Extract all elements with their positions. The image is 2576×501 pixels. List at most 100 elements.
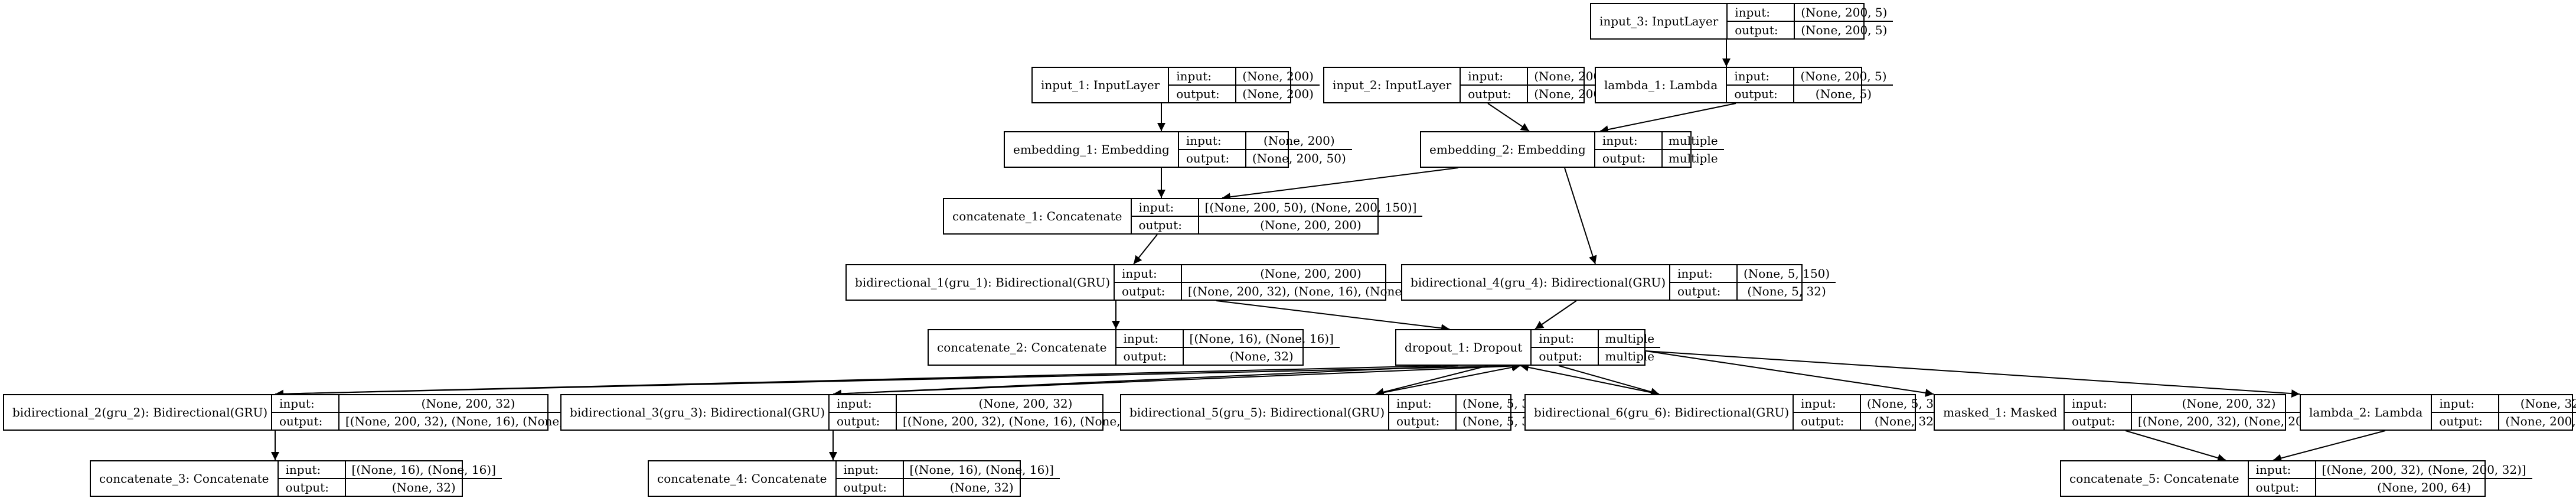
output-shape: (None, 32) — [949, 480, 1014, 495]
input-label: input: — [2249, 461, 2316, 478]
output-shape: (None, 200, 32) — [2505, 414, 2576, 428]
edge-dropout-1-to-bidirectional-6 — [1558, 365, 1660, 396]
layer-name: bidirectional_2(gru_2): Bidirectional(GR… — [4, 395, 272, 430]
output-label: output: — [837, 479, 904, 496]
output-label: output: — [1132, 217, 1199, 233]
output-label: output: — [830, 413, 897, 430]
output-label: output: — [1116, 348, 1184, 365]
input-shape: multiple — [1668, 134, 1718, 148]
edge-masked-1-to-concatenate-5 — [2125, 430, 2226, 462]
layer-name: dropout_1: Dropout — [1396, 330, 1532, 365]
input-label: input: — [1461, 68, 1529, 84]
layer-name: concatenate_5: Concatenate — [2061, 461, 2249, 496]
input-shape: (None, 200, 32) — [978, 396, 1073, 411]
output-shape: (None, 200, 200) — [1260, 218, 1362, 232]
layer-name: input_1: InputLayer — [1033, 68, 1170, 102]
output-label: output: — [1389, 413, 1457, 430]
edge-bidirectional-5-to-dropout-1 — [1375, 363, 1521, 395]
output-shape: (None, 200, 64) — [2377, 480, 2471, 495]
input-shape: (None, 32) — [2520, 396, 2576, 411]
input-label: input: — [1670, 265, 1738, 282]
input-shape: (None, 200, 32) — [2182, 396, 2276, 411]
input-label: input: — [2065, 395, 2132, 412]
layer-node-bidirectional-2: bidirectional_2(gru_2): Bidirectional(GR… — [3, 394, 598, 431]
edge-dropout-1-to-bidirectional-5 — [1375, 365, 1488, 396]
edge-bidirectional-2-to-dropout-1 — [275, 362, 1521, 395]
input-label: input: — [1727, 68, 1795, 84]
input-shape: [(None, 16), (None, 16)] — [1189, 331, 1334, 346]
layer-name: input_2: InputLayer — [1324, 68, 1461, 102]
edge-embedding-2-to-bidirectional-4 — [1564, 167, 1597, 265]
output-label: output: — [2432, 413, 2500, 430]
input-label: input: — [1132, 199, 1199, 216]
input-label: input: — [272, 395, 339, 412]
layer-node-bidirectional-5: bidirectional_5(gru_5): Bidirectional(GR… — [1120, 394, 1547, 431]
output-shape: multiple — [1668, 151, 1718, 165]
input-label: input: — [279, 461, 346, 478]
edge-lambda-2-to-concatenate-5 — [2273, 430, 2386, 463]
output-label: output: — [1169, 86, 1237, 102]
output-label: output: — [2065, 413, 2132, 430]
layer-name: embedding_2: Embedding — [1421, 132, 1595, 167]
layer-name: concatenate_2: Concatenate — [929, 330, 1116, 365]
output-shape: (None, 200) — [1534, 87, 1605, 101]
input-shape: (None, 5, 150) — [1744, 266, 1830, 281]
output-shape: (None, 32) — [1874, 414, 1938, 428]
input-shape: (None, 5, 32) — [1462, 396, 1542, 411]
output-shape: (None, 5, 32) — [1462, 414, 1542, 428]
edge-bidirectional-4-to-dropout-1 — [1535, 300, 1577, 330]
input-shape: (None, 200) — [1534, 69, 1605, 83]
edge-dropout-1-to-lambda-2 — [1645, 350, 2300, 398]
input-label: input: — [830, 395, 897, 412]
input-shape: (None, 200, 5) — [1800, 69, 1887, 83]
layer-node-bidirectional-1: bidirectional_1(gru_1): Bidirectional(GR… — [845, 264, 1440, 301]
output-shape: (None, 200) — [1242, 87, 1314, 101]
output-label: output: — [1670, 283, 1738, 300]
input-label: input: — [1794, 395, 1861, 412]
input-shape: (None, 200) — [1263, 134, 1335, 148]
output-shape: (None, 32) — [391, 480, 456, 495]
output-label: output: — [2249, 479, 2316, 496]
layer-node-bidirectional-3: bidirectional_3(gru_3): Bidirectional(GR… — [560, 394, 1155, 431]
edge-bidirectional-1-to-dropout-1 — [1216, 300, 1450, 333]
layer-name: bidirectional_3(gru_3): Bidirectional(GR… — [561, 395, 830, 430]
input-shape: multiple — [1605, 331, 1655, 346]
input-shape: [(None, 16), (None, 16)] — [351, 463, 496, 477]
input-shape: (None, 200, 32) — [421, 396, 515, 411]
input-shape: [(None, 16), (None, 16)] — [909, 463, 1054, 477]
input-shape: (None, 200, 5) — [1801, 5, 1888, 19]
output-label: output: — [279, 479, 346, 496]
input-shape: [(None, 200, 32), (None, 200, 32)] — [2322, 463, 2526, 477]
edge-dropout-1-to-masked-1 — [1645, 350, 1934, 397]
input-shape: [(None, 200, 50), (None, 200, 150)] — [1204, 200, 1417, 214]
output-shape: [(None, 200, 32), (None, 16), (None, 16)… — [345, 414, 592, 428]
layer-name: bidirectional_1(gru_1): Bidirectional(GR… — [847, 265, 1115, 300]
input-label: input: — [1595, 132, 1663, 149]
layer-name: concatenate_3: Concatenate — [91, 461, 279, 496]
layer-name: input_3: InputLayer — [1591, 4, 1728, 38]
output-shape: multiple — [1605, 349, 1655, 363]
output-shape: (None, 200, 5) — [1801, 23, 1888, 37]
edge-bidirectional-3-to-dropout-1 — [832, 362, 1521, 395]
edge-bidirectional-6-to-dropout-1 — [1520, 363, 1660, 395]
layer-name: lambda_2: Lambda — [2301, 395, 2433, 430]
output-label: output: — [1532, 348, 1599, 365]
output-shape: (None, 32) — [1229, 349, 1294, 363]
layer-name: bidirectional_4(gru_4): Bidirectional(GR… — [1402, 265, 1670, 300]
input-shape: (None, 200) — [1242, 69, 1314, 83]
output-label: output: — [1179, 150, 1246, 167]
layer-name: concatenate_4: Concatenate — [649, 461, 837, 496]
layer-name: concatenate_1: Concatenate — [944, 199, 1132, 233]
